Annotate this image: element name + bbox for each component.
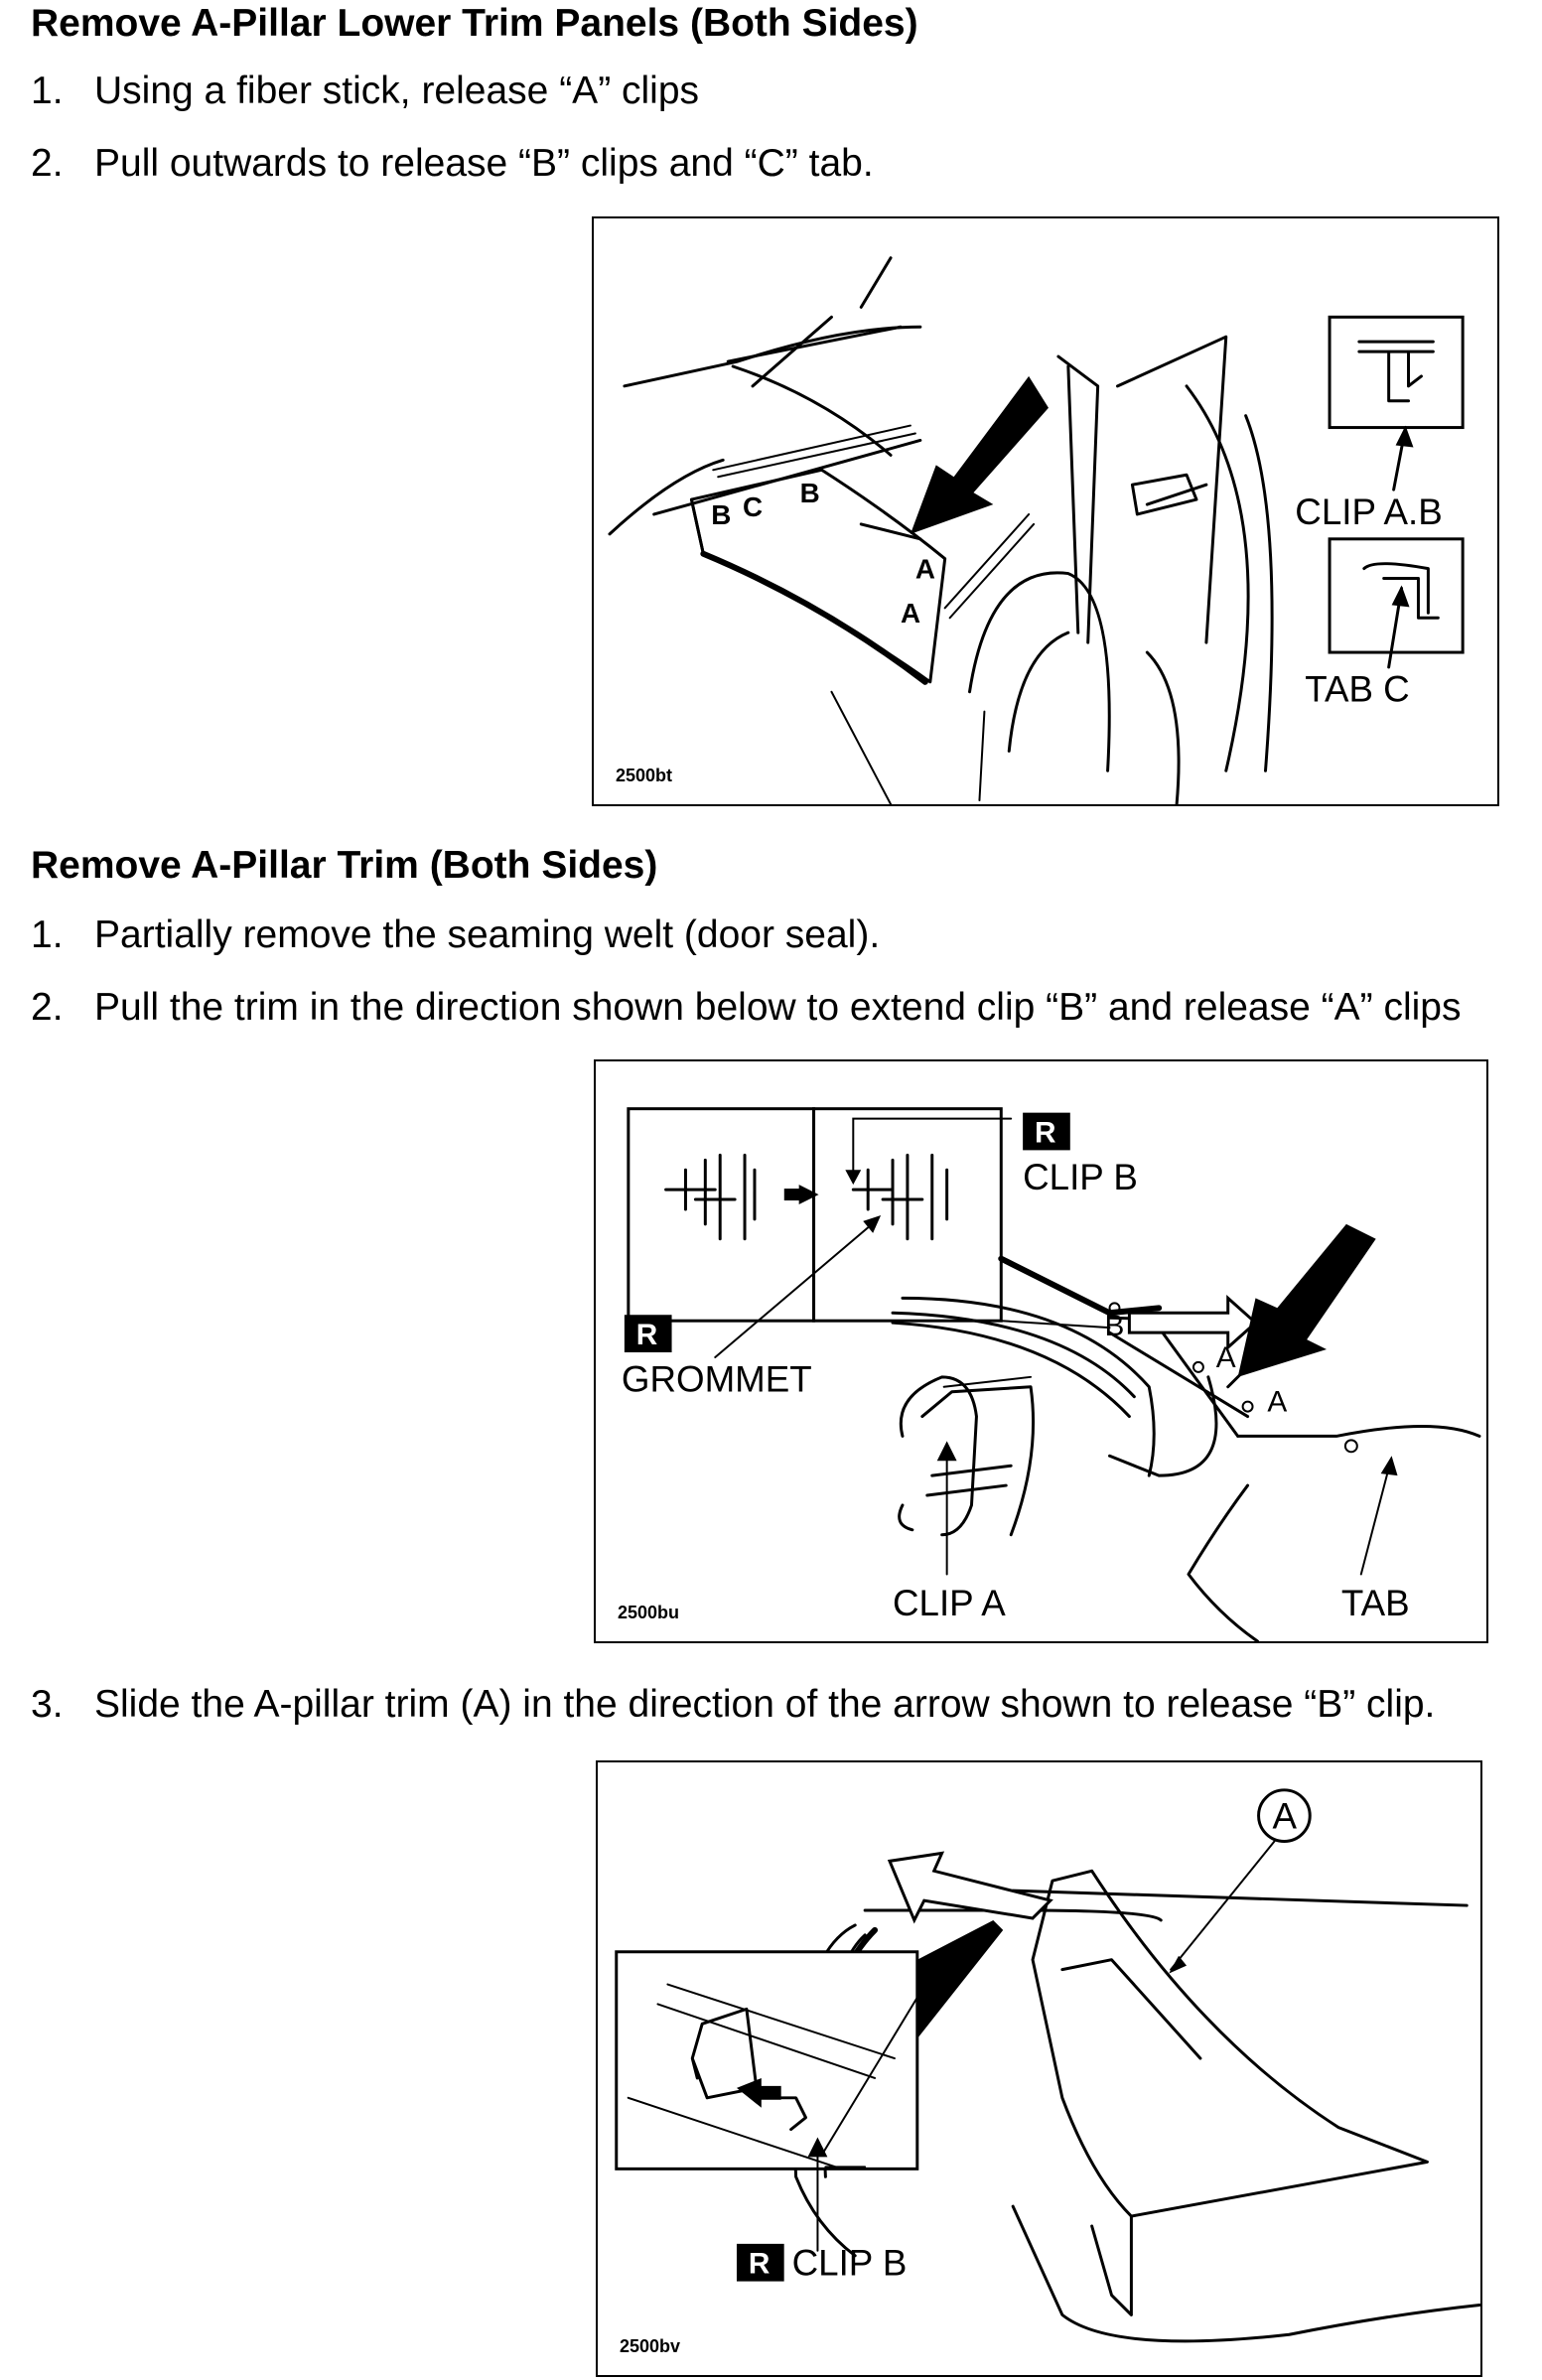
inset-clip-ab <box>1328 315 1465 430</box>
section-heading-lower-trim: Remove A-Pillar Lower Trim Panels (Both … <box>31 2 918 45</box>
callout-a: A <box>1272 1796 1297 1837</box>
figure-lower-trim: B C B A A CLIP A.B TAB C 2500bt <box>592 216 1499 806</box>
step-1: 1. Partially remove the seaming welt (doo… <box>31 913 880 957</box>
label-b-left: B <box>711 499 731 530</box>
direction-arrow <box>910 375 1049 534</box>
figure-lower-trim-drawing: B C B A A CLIP A.B TAB C <box>608 256 1465 804</box>
label-clip-a: CLIP A <box>893 1583 1006 1623</box>
label-b: B <box>1105 1310 1125 1342</box>
label-clip-ab: CLIP A.B <box>1295 491 1442 532</box>
step-number: 2. <box>31 986 64 1029</box>
figure-slide-trim-drawing: A R CLIP B <box>615 1788 1480 2343</box>
label-grommet: GROMMET <box>622 1359 812 1400</box>
slide-arrow <box>887 1851 1053 1924</box>
replace-badge-text: R <box>636 1319 658 1351</box>
figure-a-pillar-trim: R CLIP B R GROMMET B A A <box>594 1059 1488 1643</box>
label-clip-b: CLIP B <box>1023 1157 1138 1197</box>
step-text: Pull the trim in the direction shown bel… <box>94 986 1462 1029</box>
replace-badge-text: R <box>1035 1116 1056 1149</box>
figure-id: 2500bu <box>618 1603 680 1622</box>
step-number: 1. <box>31 70 64 112</box>
replace-badge-text: R <box>749 2248 771 2281</box>
figure-id: 2500bv <box>620 2336 681 2356</box>
step-number: 3. <box>31 1683 64 1726</box>
label-a-lower: A <box>901 598 920 629</box>
step-number: 1. <box>31 913 64 956</box>
step-3: 3. Slide the A-pillar trim (A) in the dir… <box>31 1683 1435 1727</box>
inset-tab-c <box>1328 537 1465 654</box>
figure-id: 2500bt <box>616 766 673 785</box>
replace-badge <box>736 2243 784 2282</box>
label-a-upper: A <box>1216 1341 1236 1374</box>
replace-badge <box>1023 1112 1070 1151</box>
section-heading-a-pillar-trim: Remove A-Pillar Trim (Both Sides) <box>31 844 658 887</box>
pull-arrow <box>1127 1295 1258 1351</box>
label-tab-c: TAB C <box>1305 669 1410 710</box>
direction-arrow <box>1237 1223 1376 1377</box>
label-c: C <box>743 491 763 522</box>
step-2: 2. Pull the trim in the direction shown b… <box>31 986 1461 1030</box>
step-text: Pull outwards to release “B” clips and “… <box>94 142 874 185</box>
figure-a-pillar-trim-drawing: R CLIP B R GROMMET B A A <box>622 1107 1481 1641</box>
step-text: Slide the A-pillar trim (A) in the direc… <box>94 1683 1436 1726</box>
step-text: Using a fiber stick, release “A” clips <box>94 70 700 112</box>
replace-badge <box>624 1315 672 1352</box>
inset-clip-b <box>615 1950 919 2170</box>
label-clip-b: CLIP B <box>792 2243 908 2284</box>
step-text: Partially remove the seaming welt (door … <box>94 913 881 956</box>
label-a-upper: A <box>915 554 935 585</box>
figure-slide-trim: A R CLIP B 2500bv <box>596 1760 1482 2377</box>
step-2: 2. Pull outwards to release “B” clips and… <box>31 142 874 186</box>
label-tab: TAB <box>1341 1583 1410 1623</box>
callout-a-circle <box>1257 1788 1312 1843</box>
label-b-right: B <box>800 478 820 508</box>
label-a-lower: A <box>1267 1386 1287 1419</box>
step-number: 2. <box>31 142 64 185</box>
step-1: 1. Using a fiber stick, release “A” clips <box>31 70 699 113</box>
